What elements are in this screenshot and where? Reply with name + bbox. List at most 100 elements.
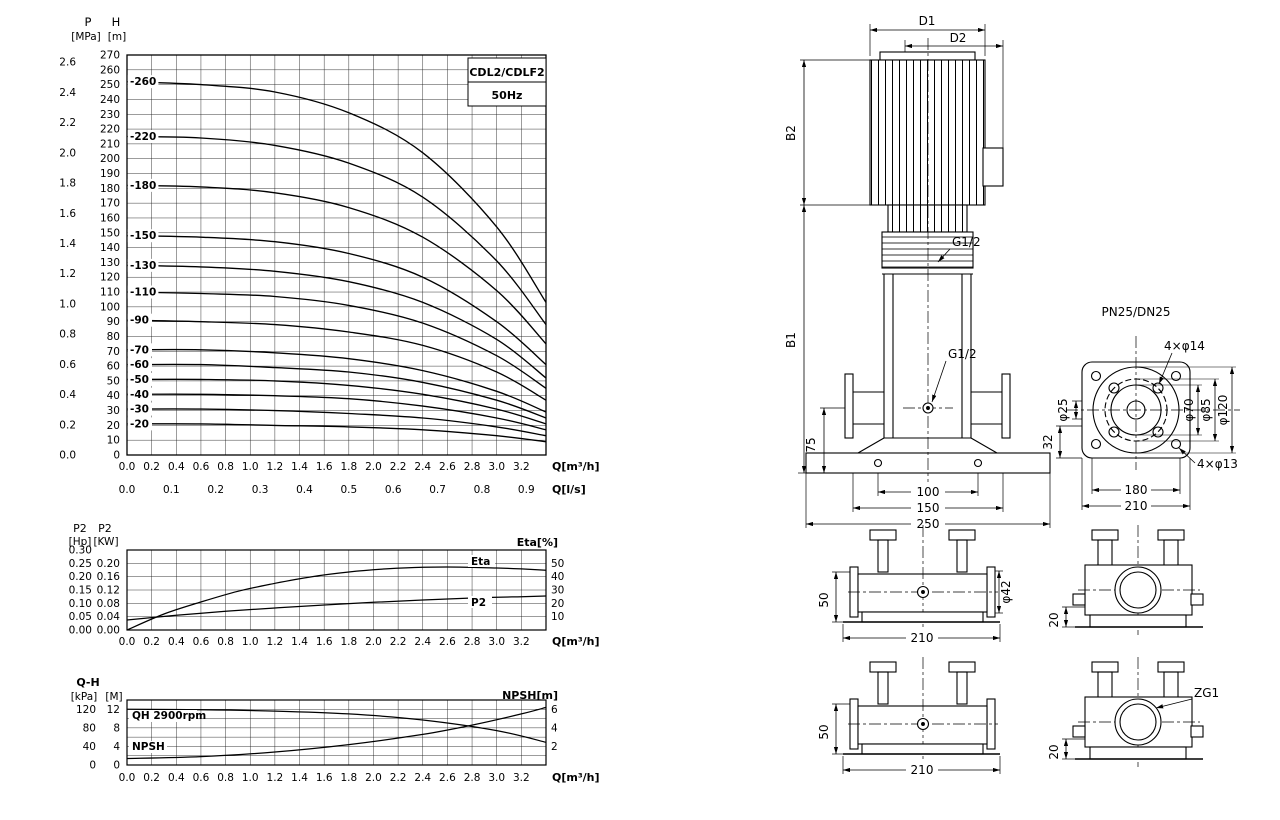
p-axis-unit: [MPa]: [71, 31, 101, 43]
curve-label: -180: [130, 180, 156, 192]
m-tick: 4: [113, 741, 120, 753]
x-ls-tick: 0.2: [207, 484, 224, 496]
h-tick: 30: [107, 405, 120, 417]
line-primitive: [937, 248, 951, 263]
rect-primitive: [911, 486, 945, 498]
h-tick: 170: [100, 198, 120, 210]
x-tick: 2.0: [365, 636, 382, 648]
performance-charts: -260-220-180-150-130-110-90-70-60-50-40-…: [59, 15, 600, 784]
curve-label: -90: [130, 315, 149, 327]
dim-100-label: 100: [917, 485, 940, 499]
curve-label: P2: [471, 597, 486, 609]
h-tick: 0: [113, 450, 120, 462]
dim-180-label: 180: [1125, 483, 1148, 497]
x-tick: 0.0: [119, 636, 136, 648]
curve-label-bg: [129, 710, 197, 722]
qh-axis-name: Q-H: [76, 676, 99, 689]
base-bolt-hole: [873, 458, 883, 468]
curve--260: [126, 81, 547, 303]
line-primitive: [857, 437, 885, 454]
hp-tick: 0.15: [69, 585, 92, 597]
curve-label: Eta: [471, 556, 490, 568]
x-ls-tick: 0.9: [518, 484, 535, 496]
x-tick: 1.2: [267, 772, 284, 784]
x-tick: 1.6: [316, 772, 333, 784]
x-axis-label: Q[m³/h]: [552, 460, 600, 473]
x-tick: 1.4: [291, 461, 308, 473]
rect-primitive: [911, 502, 945, 514]
x-tick: 1.6: [316, 636, 333, 648]
plate-corner-hole: [1170, 438, 1182, 450]
foot-plate: [1089, 614, 1187, 628]
plot-border: [126, 549, 547, 631]
x-tick: 2.8: [464, 636, 481, 648]
x-tick: 2.6: [439, 636, 456, 648]
foot-plate: [1089, 746, 1187, 760]
h-tick: 140: [100, 242, 120, 254]
x-tick: 3.2: [513, 461, 530, 473]
h-tick: 230: [100, 109, 120, 121]
curve--110: [126, 291, 547, 389]
chart-subtitle: 50Hz: [492, 89, 523, 102]
p-tick: 1.2: [59, 268, 76, 280]
drain-plug-label: G1/2: [948, 347, 977, 361]
x-tick: 2.4: [414, 461, 431, 473]
x-ls-tick: 0.4: [296, 484, 313, 496]
npsh-tick: 6: [551, 704, 558, 716]
dim-32-label: 32: [1041, 434, 1055, 449]
eta-tick: 50: [551, 558, 564, 570]
dim-d2-label: D2: [950, 31, 967, 45]
hp-axis-unit: [Hp]: [69, 536, 92, 548]
x-tick: 3.0: [488, 772, 505, 784]
rect-primitive: [1091, 529, 1119, 541]
technical-drawings: D1 D2 B2 B1 G1/2 G1/2: [784, 14, 1240, 777]
curve-label: QH 2900rpm: [132, 710, 206, 722]
eta-tick: 10: [551, 611, 564, 623]
x-tick: 1.2: [267, 636, 284, 648]
x-tick: 0.0: [119, 461, 136, 473]
rect-primitive: [956, 539, 968, 573]
vent-plug-label: G1/2: [952, 235, 981, 249]
qh-grid: [126, 54, 547, 456]
rect-primitive: [956, 671, 968, 705]
terminal-box: [982, 147, 1004, 187]
kpa-tick: 120: [76, 704, 96, 716]
curve-label-bg: [127, 402, 152, 416]
kw-axis-unit: [KW]: [93, 536, 118, 548]
curve-label-bg: [127, 387, 152, 401]
x-ls-tick: 0.7: [429, 484, 446, 496]
rect-primitive: [1072, 593, 1086, 606]
kpa-tick: 40: [83, 741, 96, 753]
x-tick: 2.2: [390, 772, 407, 784]
curve-label: -130: [130, 260, 156, 272]
plate-bolts-label: 4×φ13: [1197, 457, 1238, 471]
dim-210-label: 210: [911, 631, 934, 645]
h-tick: 190: [100, 168, 120, 180]
h-tick: 80: [107, 331, 120, 343]
rect-primitive: [1097, 539, 1113, 568]
kw-tick: 0.12: [97, 585, 120, 597]
curve-label: -30: [130, 404, 149, 416]
motor-top-cap: [879, 51, 976, 61]
x-tick: 2.4: [414, 772, 431, 784]
x-tick: 0.8: [217, 636, 234, 648]
kw-tick: 0.08: [97, 598, 120, 610]
qh-curves: [126, 81, 547, 443]
x-tick: 0.8: [217, 461, 234, 473]
port-bore-circle: [1119, 703, 1157, 741]
m-tick: 0: [113, 760, 120, 772]
hp-tick: 0.30: [69, 545, 92, 557]
p-tick: 0.4: [59, 389, 76, 401]
curve--60: [126, 363, 547, 419]
curve-label: -150: [130, 230, 156, 242]
curve-label-bg: [468, 596, 492, 608]
h-tick: 270: [100, 50, 120, 62]
h-tick: 120: [100, 272, 120, 284]
x-tick: 0.0: [119, 772, 136, 784]
x-tick: 0.4: [168, 461, 185, 473]
motor-body: [869, 59, 986, 206]
x-ls-tick: 0.8: [474, 484, 491, 496]
rect-primitive: [906, 632, 938, 644]
hp-tick: 0.05: [69, 611, 92, 623]
line-primitive: [931, 360, 947, 403]
